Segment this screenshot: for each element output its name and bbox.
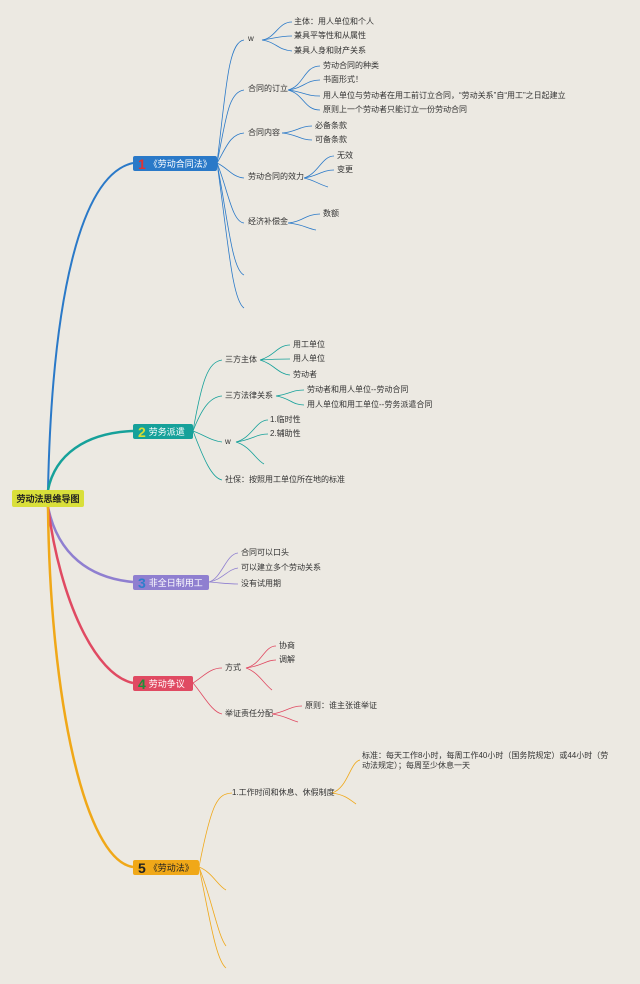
branch-number: 2 <box>138 423 146 440</box>
link-root-b4 <box>46 506 134 685</box>
b1-conclude-node[interactable]: 合同的订立 <box>248 84 288 93</box>
branch-labor-dispatch[interactable]: 2 劳务派遣 <box>133 423 193 440</box>
branch-label: 《劳动法》 <box>148 863 194 873</box>
b2-social-security-node[interactable]: 社保：按照用工单位所在地的标准 <box>225 475 345 484</box>
branch-labor-contract-law[interactable]: 1 《劳动合同法》 <box>133 155 217 172</box>
b5-work-time-node[interactable]: 1.工作时间和休息、休假制度 <box>232 788 335 797</box>
b1-links <box>216 21 335 309</box>
b2-subject-item[interactable]: 劳动者 <box>293 370 317 379</box>
b1-validity-item[interactable]: 无效 <box>337 151 353 160</box>
b2-relation-item[interactable]: 劳动者和用人单位--劳动合同 <box>307 385 409 394</box>
b4-burden-node[interactable]: 举证责任分配 <box>225 709 273 718</box>
b3-links <box>208 552 239 585</box>
branch-labor-law[interactable]: 5 《劳动法》 <box>133 859 199 876</box>
b1-validity-item[interactable]: 变更 <box>337 165 353 174</box>
link-root-b5 <box>46 506 134 869</box>
b2-links <box>192 344 305 481</box>
b5-links <box>198 759 361 969</box>
root-node[interactable]: 劳动法思维导图 <box>12 490 84 507</box>
b1-validity-node[interactable]: 劳动合同的效力 <box>248 172 304 181</box>
b3-item[interactable]: 没有试用期 <box>241 579 281 588</box>
b4-method-item[interactable]: 调解 <box>279 655 295 664</box>
b1-compensation-node[interactable]: 经济补偿金 <box>248 217 288 226</box>
b1-conclude-item[interactable]: 书面形式！ <box>323 75 363 84</box>
b1-content-item[interactable]: 必备条款 <box>315 121 347 130</box>
b5-work-time-item[interactable]: 标准：每天工作8小时，每周工作40小时（国务院规定）或44小时（劳动法规定）；每… <box>362 751 609 770</box>
b1-content-node[interactable]: 合同内容 <box>248 128 280 137</box>
b1-w-item[interactable]: 兼具平等性和从属性 <box>294 31 366 40</box>
link-root-b2 <box>46 429 134 491</box>
branch-label: 《劳动合同法》 <box>148 159 212 169</box>
b1-content-item[interactable]: 可备条款 <box>315 135 347 144</box>
b2-relation-item[interactable]: 用人单位和用工单位--劳务派遣合同 <box>307 400 433 409</box>
b1-conclude-item[interactable]: 劳动合同的种类 <box>323 61 379 70</box>
b1-compensation-item[interactable]: 数额 <box>323 209 339 218</box>
b1-conclude-item[interactable]: 原则上一个劳动者只能订立一份劳动合同 <box>323 105 467 114</box>
branch-number: 4 <box>138 675 146 692</box>
branch-part-time-employment[interactable]: 3 非全日制用工 <box>133 574 209 591</box>
b2-subject-item[interactable]: 用工单位 <box>293 340 325 349</box>
b2-three-subjects-node[interactable]: 三方主体 <box>225 355 257 364</box>
b1-w-node[interactable]: w <box>248 34 254 43</box>
b4-links <box>192 645 303 723</box>
b2-w-item[interactable]: 2.辅助性 <box>270 429 301 438</box>
b3-item[interactable]: 可以建立多个劳动关系 <box>241 563 321 572</box>
branch-number: 3 <box>138 574 146 591</box>
b2-subject-item[interactable]: 用人单位 <box>293 354 325 363</box>
b2-three-relations-node[interactable]: 三方法律关系 <box>225 391 273 400</box>
branch-number: 5 <box>138 859 146 876</box>
b4-burden-item[interactable]: 原则：谁主张谁举证 <box>305 701 377 710</box>
b1-w-item[interactable]: 主体：用人单位和个人 <box>294 17 374 26</box>
b4-method-node[interactable]: 方式 <box>225 663 241 672</box>
link-root-b1 <box>47 162 134 491</box>
branch-labor-dispute[interactable]: 4 劳动争议 <box>133 675 193 692</box>
branch-number: 1 <box>138 155 146 172</box>
b2-w-node[interactable]: w <box>225 437 231 446</box>
link-root-b3 <box>46 506 134 584</box>
branch-label: 劳务派遣 <box>148 427 185 437</box>
b4-method-item[interactable]: 协商 <box>279 641 295 650</box>
branch-label: 非全日制用工 <box>148 578 203 588</box>
b2-w-item[interactable]: 1.临时性 <box>270 415 301 424</box>
b3-item[interactable]: 合同可以口头 <box>241 548 289 557</box>
b1-w-item[interactable]: 兼具人身和财产关系 <box>294 46 366 55</box>
branch-label: 劳动争议 <box>148 679 185 689</box>
b1-conclude-item[interactable]: 用人单位与劳动者在用工前订立合同，“劳动关系”自“用工”之日起建立 <box>323 91 566 100</box>
